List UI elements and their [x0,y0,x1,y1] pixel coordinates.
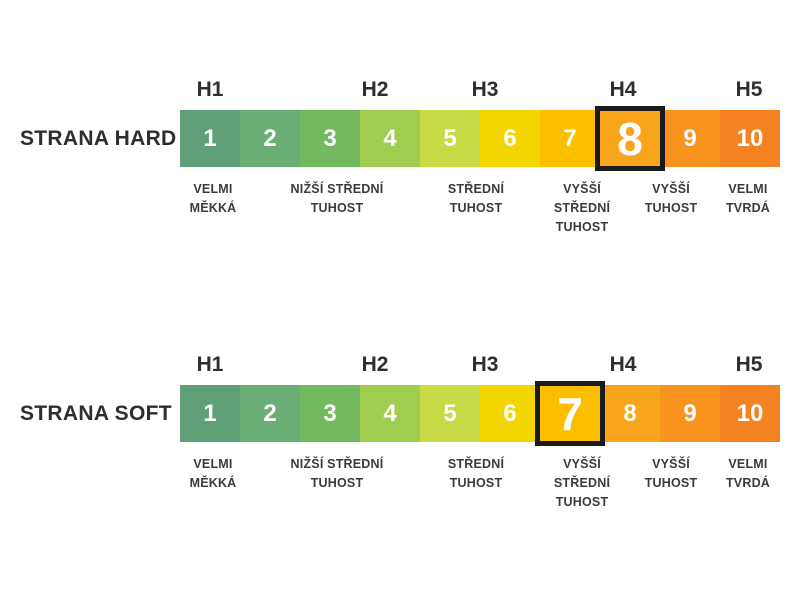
scale-cell-9: 9 [660,385,720,442]
scale-cell-6: 6 [480,385,540,442]
scale-cell-6: 6 [480,110,540,167]
scale-cell-7: 7 [540,110,600,167]
cell-number: 5 [443,124,457,152]
cell-number: 3 [323,399,337,427]
cell-number: 5 [443,399,457,427]
highlighted-cell-number: 8 [617,112,643,165]
cell-number: 9 [683,124,697,152]
scale-cell-2: 2 [240,110,300,167]
firmness-label-vyssi-stredni: VYŠŠÍ STŘEDNÍ TUHOST [553,182,611,234]
firmness-label-velmi-tvrda: VELMI TVRDÁ [725,182,771,215]
hardness-level-h4: H4 [609,78,637,101]
firmness-label-vyssi-stredni: VYŠŠÍ STŘEDNÍ TUHOST [553,457,611,509]
firmness-labels: VELMI MĚKKÁ NIŽŠÍ STŘEDNÍ TUHOST STŘEDNÍ… [180,455,780,517]
cell-number: 10 [736,399,764,427]
cell-number: 1 [203,399,217,427]
firmness-labels: VELMI MĚKKÁ NIŽŠÍ STŘEDNÍ TUHOST STŘEDNÍ… [180,180,780,242]
firmness-label-stredni: STŘEDNÍ TUHOST [447,457,505,490]
scale-cell-10: 10 [720,110,780,167]
firmness-label-velmi-tvrda: VELMI TVRDÁ [725,457,771,490]
scale-cell-10: 10 [720,385,780,442]
scale-cell-3: 3 [300,385,360,442]
cell-number: 2 [263,124,277,152]
hardness-level-h2: H2 [361,353,389,376]
cell-number: 6 [503,399,517,427]
cell-number: 4 [383,124,397,152]
row-title-soft: STRANA SOFT [20,402,172,425]
scale-cell-4: 4 [360,385,420,442]
highlighted-cell-marker: 8 [595,106,665,171]
cell-number: 4 [383,399,397,427]
cell-number: 7 [563,124,577,152]
hardness-level-h1: H1 [196,78,224,101]
scale-row-soft: STRANA SOFT H1 H2 H3 H4 H5 1 2 3 4 5 6 7… [0,353,800,523]
hardness-level-h1: H1 [196,353,224,376]
firmness-label-nizsi-stredni: NIŽŠÍ STŘEDNÍ TUHOST [290,182,384,215]
hardness-level-h5: H5 [735,78,763,101]
cell-number: 9 [683,399,697,427]
cell-number: 6 [503,124,517,152]
scale-cell-1: 1 [180,385,240,442]
row-title-hard: STRANA HARD [20,127,177,150]
firmness-scale-bar: 1 2 3 4 5 6 7 8 9 10 8 [180,106,780,171]
hardness-level-h3: H3 [471,353,499,376]
firmness-label-vyssi: VYŠŠÍ TUHOST [644,457,698,490]
cell-number: 2 [263,399,277,427]
cell-number: 10 [736,124,764,152]
scale-cell-5: 5 [420,385,480,442]
scale-cell-8: 8 [600,385,660,442]
highlighted-cell-marker: 7 [535,381,605,446]
cell-number: 8 [623,399,637,427]
firmness-label-velmi-mekka: VELMI MĚKKÁ [189,182,237,215]
firmness-label-nizsi-stredni: NIŽŠÍ STŘEDNÍ TUHOST [290,457,384,490]
firmness-label-vyssi: VYŠŠÍ TUHOST [644,182,698,215]
cell-number: 1 [203,124,217,152]
scale-cell-1: 1 [180,110,240,167]
cell-number: 3 [323,124,337,152]
firmness-label-stredni: STŘEDNÍ TUHOST [447,182,505,215]
firmness-scale-bar: 1 2 3 4 5 6 7 8 9 10 7 [180,381,780,446]
highlighted-cell-number: 7 [557,387,583,440]
hardness-level-h3: H3 [471,78,499,101]
hardness-level-h4: H4 [609,353,637,376]
scale-cell-9: 9 [660,110,720,167]
scale-cell-4: 4 [360,110,420,167]
scale-cell-5: 5 [420,110,480,167]
hardness-level-h2: H2 [361,78,389,101]
scale-cell-2: 2 [240,385,300,442]
scale-row-hard: STRANA HARD H1 H2 H3 H4 H5 1 2 3 4 5 6 7… [0,78,800,248]
scale-cell-3: 3 [300,110,360,167]
hardness-level-h5: H5 [735,353,763,376]
firmness-label-velmi-mekka: VELMI MĚKKÁ [189,457,237,490]
